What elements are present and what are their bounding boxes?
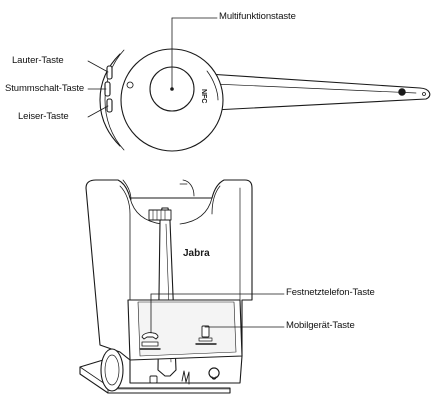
base-foot-roll: [100, 348, 124, 392]
battery-indicator-icon: [149, 375, 158, 384]
label-multifunction-button: Multifunktionstaste: [219, 11, 296, 22]
jabra-logo: Jabra: [183, 248, 210, 259]
microphone-icon: [398, 88, 406, 96]
boom-arm: [207, 73, 431, 111]
headset-status-icon: [181, 370, 190, 385]
headset: NFC: [87, 17, 431, 152]
callout-volume-down-line: [87, 105, 109, 118]
volume-down-button[interactable]: [106, 98, 113, 113]
label-desk-phone-button: Festnetztelefon-Taste: [286, 287, 375, 298]
desk-phone-icon: [141, 332, 159, 340]
audio-link-icon: [208, 367, 220, 380]
nfc-label: NFC: [200, 89, 207, 103]
label-mobile-button: Mobilgerät-Taste: [286, 320, 355, 331]
label-mute-button: Stummschalt-Taste: [5, 83, 85, 94]
mobile-button[interactable]: [195, 325, 217, 345]
label-volume-up-button: Lauter-Taste: [12, 55, 64, 66]
base-station: Jabra: [79, 179, 285, 394]
label-volume-down-button: Leiser-Taste: [18, 111, 69, 122]
mobile-phone-icon: [201, 325, 210, 338]
callout-volume-up-line: [87, 60, 109, 73]
volume-up-button[interactable]: [106, 65, 113, 80]
desk-phone-button[interactable]: [139, 332, 161, 350]
